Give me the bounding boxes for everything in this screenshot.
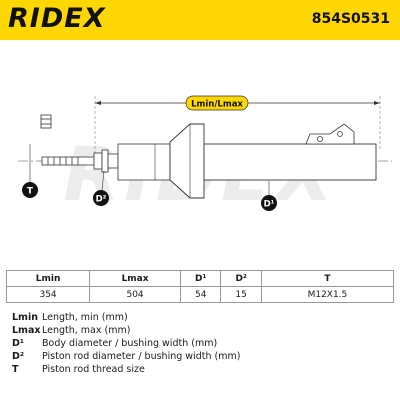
header-bar: RIDEX 854S0531 (0, 0, 400, 40)
col-header-d2: D² (220, 270, 262, 287)
legend: Lmin Length, min (mm) Lmax Length, max (… (12, 311, 240, 376)
value-d1: 54 (180, 286, 222, 303)
dimension-arrow-left (95, 101, 101, 105)
shock-absorber-drawing: RIDEX Lmin/Lmax T (18, 95, 392, 218)
legend-desc: Length, min (mm) (42, 312, 128, 323)
dimension-label-box (185, 95, 249, 111)
legend-key: D¹ (12, 338, 25, 349)
value-t: M12X1.5 (260, 286, 395, 303)
callout-t (22, 182, 38, 198)
callout-d2-label: D² (96, 195, 107, 205)
legend-key: Lmin (12, 312, 38, 323)
callout-d1 (261, 195, 277, 211)
legend-item: D¹ Body diameter / bushing width (mm) (12, 337, 240, 350)
legend-key: T (12, 364, 19, 375)
legend-item: Lmin Length, min (mm) (12, 311, 240, 324)
rod-nut (93, 149, 109, 173)
callout-t-label: T (27, 187, 34, 197)
legend-item: Lmax Length, max (mm) (12, 324, 240, 337)
d2-leader (101, 170, 105, 191)
value-lmin: 354 (5, 286, 91, 303)
col-header-d1: D¹ (180, 270, 222, 287)
knuckle-bracket (305, 123, 355, 145)
nut-detail (40, 114, 52, 129)
upper-body (117, 143, 171, 181)
value-lmax: 504 (89, 286, 182, 303)
bracket-hole-2 (337, 131, 343, 137)
legend-desc: Body diameter / bushing width (mm) (42, 338, 218, 349)
col-header-lmin: Lmin (5, 270, 91, 287)
legend-desc: Piston rod thread size (42, 364, 145, 375)
callout-d2 (93, 190, 109, 206)
legend-key: Lmax (12, 325, 41, 336)
col-header-t: T (260, 270, 395, 287)
legend-desc: Length, max (mm) (42, 325, 131, 336)
legend-item: D² Piston rod diameter / bushing width (… (12, 350, 240, 363)
spec-table: Lmin Lmax D¹ D² T 354 504 54 15 M12X1.5 (5, 270, 395, 303)
bracket-hole-1 (317, 136, 323, 142)
spec-table-header-row: Lmin Lmax D¹ D² T (5, 270, 395, 287)
col-header-lmax: Lmax (89, 270, 182, 287)
dimension-arrow-right (374, 101, 380, 105)
piston-rod (107, 153, 119, 169)
brand-logo: RIDEX (8, 3, 106, 34)
legend-key: D² (12, 351, 25, 362)
callout-d1-label: D¹ (264, 200, 275, 210)
legend-item: T Piston rod thread size (12, 363, 240, 376)
piston-rod-thread (41, 156, 95, 166)
value-d2: 15 (220, 286, 262, 303)
legend-desc: Piston rod diameter / bushing width (mm) (42, 351, 241, 362)
spec-table-value-row: 354 504 54 15 M12X1.5 (5, 286, 395, 303)
part-number: 854S0531 (311, 11, 390, 27)
dimension-label: Lmin/Lmax (191, 100, 243, 110)
main-body (203, 143, 377, 181)
